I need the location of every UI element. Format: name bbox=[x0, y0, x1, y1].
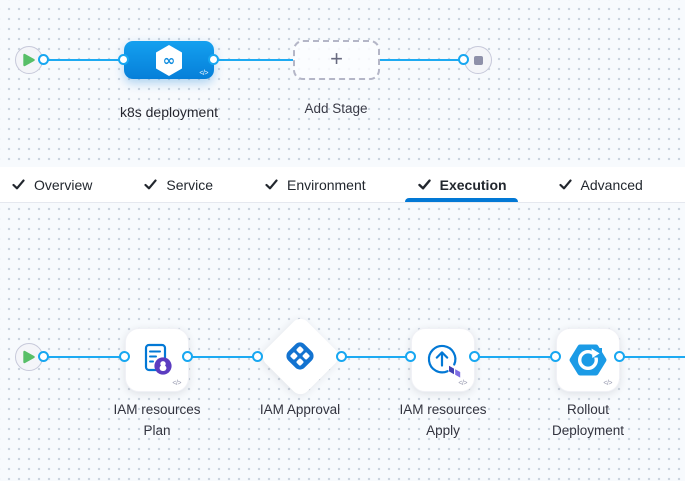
link-port[interactable] bbox=[458, 54, 469, 65]
step-label: IAM Approval bbox=[225, 399, 375, 420]
play-icon bbox=[23, 350, 35, 364]
link-port[interactable] bbox=[469, 351, 480, 362]
harness-approval-icon bbox=[281, 337, 319, 375]
connector-line bbox=[475, 356, 556, 358]
terraform-apply-icon bbox=[427, 344, 461, 378]
step-label-line2: Apply bbox=[426, 423, 460, 438]
tab-label: Service bbox=[166, 176, 214, 193]
tab-label: Execution bbox=[439, 176, 507, 193]
tab-environment[interactable]: Environment bbox=[265, 167, 366, 202]
link-port[interactable] bbox=[38, 54, 49, 65]
step-label: IAM resources Plan bbox=[82, 399, 232, 441]
step-iam-resources-plan[interactable]: </> bbox=[125, 328, 189, 392]
stop-icon bbox=[473, 55, 483, 65]
tab-label: Advanced bbox=[580, 176, 643, 193]
link-port[interactable] bbox=[182, 351, 193, 362]
connector-line bbox=[620, 356, 685, 358]
add-stage-label: Add Stage bbox=[304, 101, 368, 116]
step-label: Rollout Deployment bbox=[513, 399, 663, 441]
plus-icon: + bbox=[330, 46, 343, 71]
connector-line bbox=[380, 59, 464, 61]
tab-overview[interactable]: Overview bbox=[12, 167, 92, 202]
connector-line bbox=[342, 356, 411, 358]
link-port[interactable] bbox=[336, 351, 347, 362]
code-view-icon[interactable]: </> bbox=[603, 380, 612, 387]
check-icon bbox=[144, 179, 157, 190]
check-icon bbox=[558, 179, 572, 190]
tab-advanced[interactable]: Advanced bbox=[558, 167, 643, 202]
svg-text:∞: ∞ bbox=[163, 51, 176, 69]
step-iam-resources-apply[interactable]: </> bbox=[411, 328, 475, 392]
stage-node-k8s-deployment[interactable]: ∞ </> bbox=[124, 41, 214, 79]
add-stage-button[interactable]: + bbox=[293, 40, 380, 80]
step-label-line1: Rollout bbox=[566, 402, 610, 417]
link-port[interactable] bbox=[405, 351, 416, 362]
code-view-icon[interactable]: </> bbox=[458, 380, 467, 387]
step-label: IAM resources Apply bbox=[368, 399, 518, 441]
check-icon bbox=[265, 179, 278, 190]
stage-config-tabs: Overview Service Environment Execution A… bbox=[0, 167, 685, 203]
link-port[interactable] bbox=[118, 54, 129, 65]
tab-service[interactable]: Service bbox=[144, 167, 213, 202]
step-label-line2: Deployment bbox=[551, 423, 625, 438]
code-view-icon[interactable]: </> bbox=[199, 70, 208, 77]
rolling-deployment-icon bbox=[569, 344, 607, 376]
link-port[interactable] bbox=[119, 351, 130, 362]
connector-line bbox=[44, 356, 125, 358]
connector-line bbox=[214, 59, 293, 61]
terraform-plan-icon bbox=[144, 343, 172, 375]
step-label-line1: IAM resources bbox=[399, 402, 487, 417]
link-port[interactable] bbox=[614, 351, 625, 362]
play-icon bbox=[23, 53, 35, 67]
step-rollout-deployment[interactable]: </> bbox=[556, 328, 620, 392]
link-port[interactable] bbox=[252, 351, 263, 362]
connector-line bbox=[44, 59, 124, 61]
step-label-line2: Plan bbox=[143, 423, 171, 438]
step-label-line1: IAM resources bbox=[113, 402, 201, 417]
active-tab-indicator bbox=[404, 198, 518, 202]
connector-line bbox=[188, 356, 258, 358]
check-icon bbox=[417, 179, 431, 190]
cd-stage-hexagon-icon: ∞ bbox=[156, 44, 182, 76]
link-port[interactable] bbox=[38, 351, 49, 362]
tab-execution[interactable]: Execution bbox=[404, 167, 518, 202]
tab-label: Overview bbox=[34, 176, 93, 193]
link-port[interactable] bbox=[208, 54, 219, 65]
link-port[interactable] bbox=[550, 351, 561, 362]
code-view-icon[interactable]: </> bbox=[172, 380, 181, 387]
check-icon bbox=[12, 179, 25, 190]
stage-label: k8s deployment bbox=[119, 104, 219, 120]
tab-label: Environment bbox=[287, 176, 366, 193]
step-label-line1: IAM Approval bbox=[259, 402, 341, 417]
